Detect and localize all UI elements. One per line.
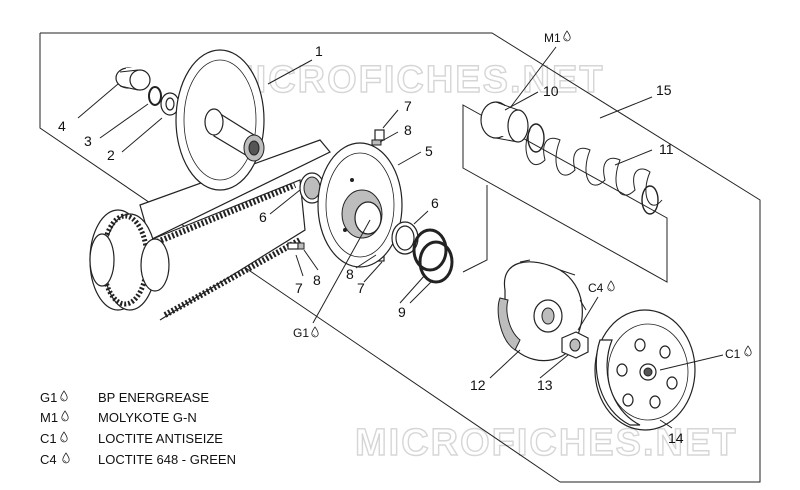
part-11-spring: [525, 123, 663, 215]
callout-8-right: 8: [346, 266, 354, 282]
drop-icon: [61, 410, 69, 422]
part-10-bushing: [480, 101, 529, 143]
callout-10: 10: [543, 83, 559, 99]
callout-11: 11: [659, 141, 674, 157]
rear-pulley: [89, 209, 170, 311]
drop-icon: [563, 30, 571, 42]
part-12-clutch-assembly: [497, 259, 587, 362]
callout-4: 4: [58, 118, 66, 134]
callout-1: 1: [315, 43, 323, 59]
part-4-needle-bearing: [115, 67, 151, 91]
legend-code-g1: G1: [40, 390, 57, 405]
watermark-bottom: MICROFICHES.NET: [355, 422, 738, 464]
callout-g1: G1: [293, 326, 309, 340]
callout-14: 14: [668, 430, 684, 446]
part-1-fixed-half-pulley: [175, 49, 265, 191]
part-13-nut: [561, 331, 589, 359]
watermark-top: MICROFICHES.NET: [222, 59, 605, 101]
callout-6-right: 6: [431, 195, 439, 211]
legend-desc-m1: MOLYKOTE G-N: [98, 410, 197, 425]
legend-desc-g1: BP ENERGREASE: [98, 390, 209, 405]
drop-icon: [60, 390, 68, 402]
diagram-frame: [39, 32, 761, 483]
callout-12: 12: [470, 377, 486, 393]
callout-8-top: 8: [404, 122, 412, 138]
callout-13: 13: [537, 377, 553, 393]
part-7-8-pins-top: [371, 129, 385, 146]
drop-icon: [62, 452, 70, 464]
callout-m1: M1: [544, 31, 561, 45]
callout-7-left: 7: [295, 280, 303, 296]
clutch-frame-lower: [462, 185, 488, 273]
callout-c4: C4: [588, 281, 604, 295]
legend-code-m1: M1: [40, 410, 58, 425]
callout-15: 15: [656, 82, 672, 98]
callout-2: 2: [107, 147, 115, 163]
callout-6-left: 6: [259, 209, 267, 225]
drive-belt: [139, 139, 331, 321]
callout-7-top: 7: [404, 98, 412, 114]
part-7-8-pins-left: [287, 242, 305, 250]
callout-7-right: 7: [357, 280, 365, 296]
legend-desc-c4: LOCTITE 648 - GREEN: [98, 452, 236, 467]
part-6-ring-right: [391, 221, 419, 255]
leader-lines: [77, 46, 724, 429]
callout-3: 3: [84, 133, 92, 149]
callout-8-left: 8: [313, 272, 321, 288]
legend-code-c4: C4: [40, 452, 57, 467]
part-14-clutch-bell: [594, 309, 696, 431]
callout-c1: C1: [725, 347, 741, 361]
legend-desc-c1: LOCTITE ANTISEIZE: [98, 431, 223, 446]
lubricant-legend: G1 BP ENERGREASE M1 MOLYKOTE G-N C1 LOCT…: [40, 390, 236, 467]
callout-9: 9: [398, 304, 406, 320]
part-9-rings: [412, 228, 454, 284]
drop-icon: [311, 326, 319, 338]
drop-icon: [744, 345, 752, 357]
part-3-circlip: [148, 86, 162, 106]
callout-5: 5: [425, 143, 433, 159]
callouts: 1 2 3 4 5 6 6 7 7 7 8 8 8 9 10 11 12 13 …: [58, 30, 752, 446]
clutch-frame: [462, 104, 668, 283]
legend-code-c1: C1: [40, 431, 57, 446]
drop-icon: [60, 431, 68, 443]
part-5-movable-half-pulley: [317, 142, 403, 268]
drop-icon: [607, 280, 615, 292]
